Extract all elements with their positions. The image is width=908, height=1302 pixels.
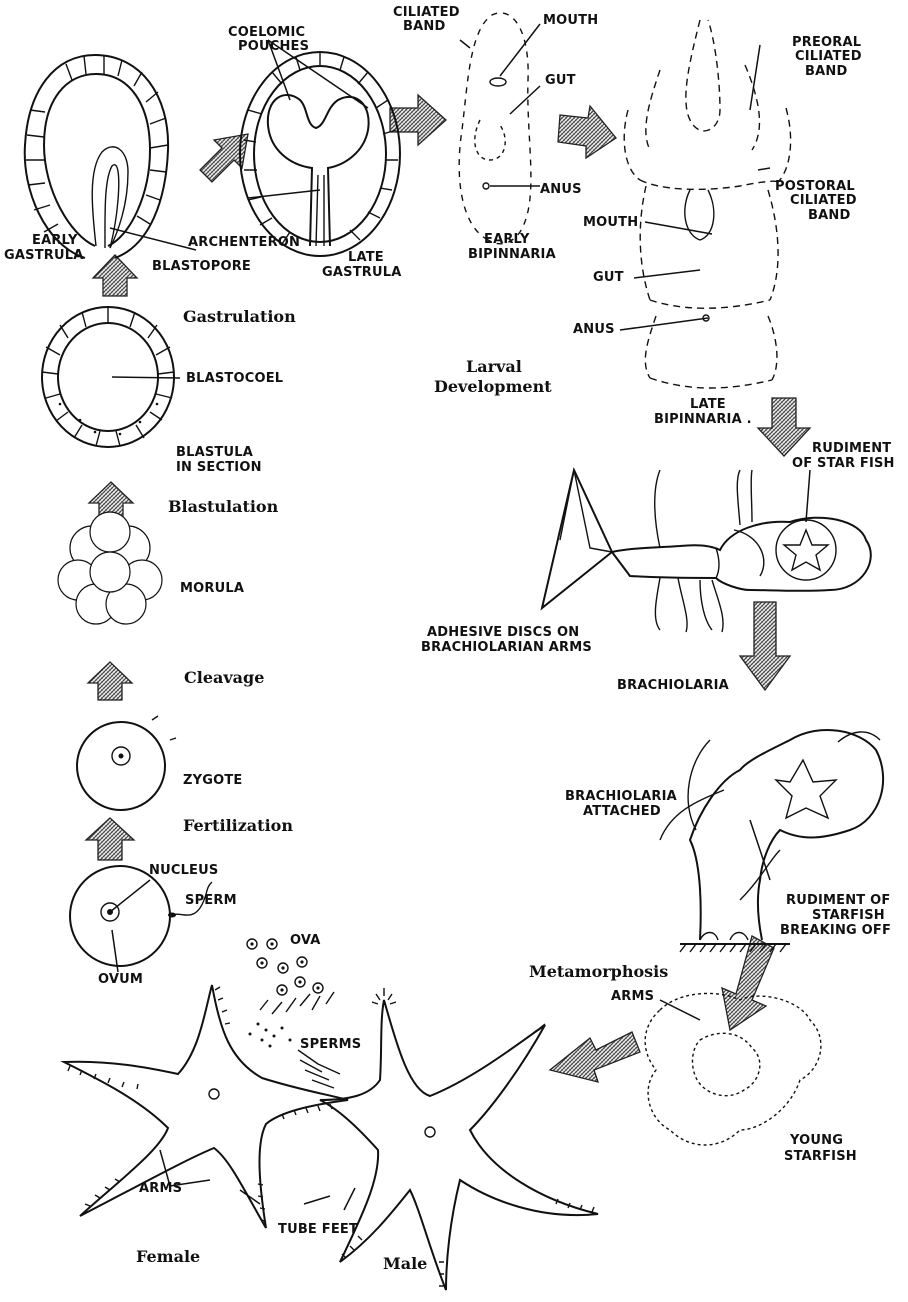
label-postoral-2: CILIATED bbox=[790, 193, 857, 208]
label-archenteron: ARCHENTERON bbox=[188, 235, 300, 250]
stage-cleavage: Cleavage bbox=[184, 668, 264, 687]
label-brachiolaria-attached-1: BRACHIOLARIA bbox=[565, 789, 677, 804]
label-young-starfish-1: YOUNG bbox=[789, 1133, 843, 1148]
label-late-bipinnaria-2: BIPINNARIA . bbox=[654, 412, 752, 427]
label-coelomic-pouches-2: POUCHES bbox=[238, 39, 309, 54]
label-blastopore: BLASTOPORE bbox=[152, 259, 251, 274]
arrow-up-cleavage bbox=[88, 662, 132, 700]
late-gastrula bbox=[240, 52, 400, 256]
label-early-bipinnaria-1: EARLY bbox=[484, 232, 530, 247]
label-early-gastrula-1: EARLY bbox=[32, 233, 78, 248]
label-ciliated-band-2: BAND bbox=[403, 19, 445, 34]
stage-metamorphosis: Metamorphosis bbox=[529, 962, 668, 981]
label-rudiment-breaking-1: RUDIMENT OF bbox=[786, 893, 890, 908]
label-postoral-1: POSTORAL bbox=[775, 179, 855, 194]
arrow-up-gastrulation bbox=[93, 255, 137, 296]
label-female: Female bbox=[136, 1247, 200, 1266]
stage-larval-1: Larval bbox=[466, 357, 522, 376]
label-postoral-3: BAND bbox=[808, 208, 850, 223]
label-late-gastrula-1: LATE bbox=[348, 250, 384, 265]
label-preoral-2: CILIATED bbox=[795, 49, 862, 64]
arrow-down-to-attached bbox=[740, 602, 790, 690]
label-young-starfish-2: STARFISH bbox=[784, 1149, 857, 1164]
label-rudiment-starfish-2: OF STAR FISH bbox=[792, 456, 895, 471]
label-gut-early: GUT bbox=[545, 73, 576, 88]
label-brachiolaria-attached-2: ATTACHED bbox=[583, 804, 661, 819]
label-late-gastrula-2: GASTRULA bbox=[322, 265, 401, 280]
ova-and-sperms bbox=[247, 939, 340, 1088]
arrow-metamorphosis bbox=[722, 936, 774, 1030]
label-mouth-early: MOUTH bbox=[543, 13, 598, 28]
arrow-down-to-brachiolaria bbox=[758, 398, 810, 456]
label-nucleus: NUCLEUS bbox=[149, 863, 218, 878]
label-rudiment-breaking-3: BREAKING OFF bbox=[780, 923, 891, 938]
label-male: Male bbox=[383, 1254, 427, 1273]
label-preoral-1: PREORAL bbox=[792, 35, 861, 50]
label-adhesive-discs-2: BRACHIOLARIAN ARMS bbox=[421, 640, 592, 655]
label-zygote: ZYGOTE bbox=[183, 773, 243, 788]
arrow-to-adults bbox=[550, 1032, 640, 1082]
label-sperms: SPERMS bbox=[300, 1037, 361, 1052]
stage-gastrulation: Gastrulation bbox=[183, 307, 296, 326]
label-adhesive-discs-1: ADHESIVE DISCS ON bbox=[427, 625, 579, 640]
male-starfish bbox=[320, 988, 598, 1290]
female-starfish bbox=[64, 985, 348, 1228]
ovum-with-sperm bbox=[70, 866, 212, 966]
label-morula: MORULA bbox=[180, 581, 244, 596]
label-blastocoel: BLASTOCOEL bbox=[186, 371, 283, 386]
early-gastrula bbox=[25, 55, 168, 258]
label-early-bipinnaria-2: BIPINNARIA bbox=[468, 247, 556, 262]
label-ovum: OVUM bbox=[98, 972, 143, 987]
label-rudiment-breaking-2: STARFISH bbox=[812, 908, 885, 923]
label-sperm: SPERM bbox=[185, 893, 237, 908]
label-gut-late: GUT bbox=[593, 270, 624, 285]
brachiolaria bbox=[542, 470, 871, 632]
label-anus-late: ANUS bbox=[573, 322, 615, 337]
label-late-bipinnaria-1: LATE bbox=[690, 397, 726, 412]
morula bbox=[58, 512, 162, 624]
arrow-to-late-bipinnaria bbox=[558, 106, 616, 158]
label-coelomic-pouches-1: COELOMIC bbox=[228, 25, 305, 40]
stage-blastulation: Blastulation bbox=[168, 497, 279, 516]
label-rudiment-starfish-1: RUDIMENT bbox=[812, 441, 891, 456]
stage-fertilization: Fertilization bbox=[183, 816, 293, 835]
label-brachiolaria: BRACHIOLARIA bbox=[617, 678, 729, 693]
zygote bbox=[77, 716, 176, 810]
arrow-up-fertilization bbox=[86, 818, 134, 860]
label-blastula-2: IN SECTION bbox=[176, 460, 262, 475]
label-tube-feet: TUBE FEET bbox=[278, 1222, 358, 1237]
label-preoral-3: BAND bbox=[805, 64, 847, 79]
label-mouth-late: MOUTH bbox=[583, 215, 638, 230]
label-ova: OVA bbox=[290, 933, 321, 948]
label-arms-young: ARMS bbox=[611, 989, 654, 1004]
late-bipinnaria bbox=[624, 20, 790, 388]
label-early-gastrula-2: GASTRULA bbox=[4, 248, 83, 263]
label-blastula-1: BLASTULA bbox=[176, 445, 253, 460]
stage-larval-2: Development bbox=[434, 377, 552, 396]
label-arms-female: ARMS bbox=[139, 1181, 182, 1196]
label-ciliated-band-1: CILIATED bbox=[393, 5, 460, 20]
label-anus-early: ANUS bbox=[540, 182, 582, 197]
